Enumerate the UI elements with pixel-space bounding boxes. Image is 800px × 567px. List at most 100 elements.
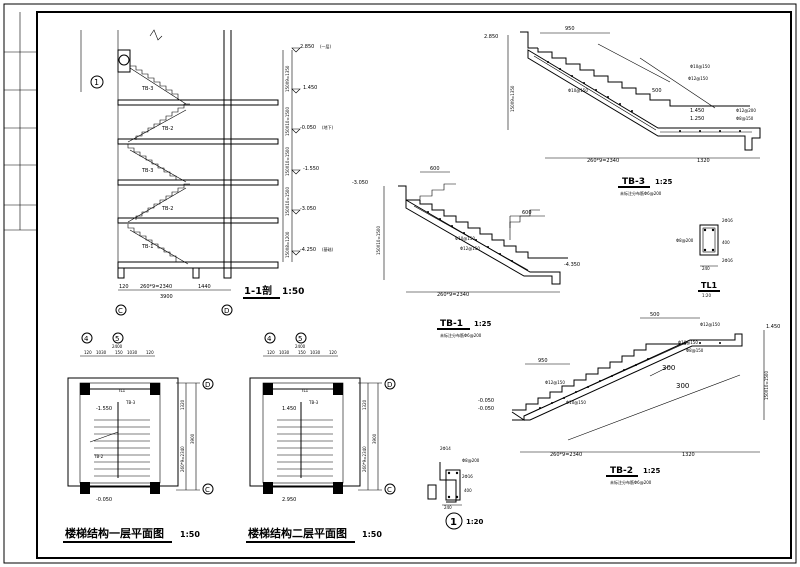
tb1-elevation: -3.050	[352, 180, 368, 186]
section-riser-note: 150X10=1500	[285, 147, 290, 176]
section-elevation: -1.550	[303, 166, 319, 172]
axis-bubble-d	[221, 304, 233, 316]
section-floor-tag: (一层)	[320, 43, 332, 49]
tb3-rebar: Φ8@150	[736, 116, 754, 121]
section-elevation: -4.250	[300, 247, 316, 253]
plan2-side-dim: 3900	[372, 433, 377, 444]
tb2-note: 未标注分布筋Φ6@200	[610, 479, 652, 485]
detail1-dim: 400	[464, 488, 472, 493]
plan1-elev-top: -1.550	[96, 406, 112, 412]
section-riser-note: 150X9=1350	[285, 65, 290, 92]
plan1-axis-5	[112, 332, 124, 344]
plan1-axis-c-label: C	[205, 486, 210, 494]
tl1-dim: 400	[722, 240, 730, 245]
detail1-rebar: 2Φ16	[462, 474, 473, 479]
tl1-rebar: Φ8@200	[676, 238, 694, 243]
detail1-scale: 1:20	[466, 518, 484, 526]
detail-1: 2Φ14 Φ8@200 2Φ16 400 240 1 1:20	[427, 446, 484, 530]
tb1-dim: 600	[522, 210, 532, 216]
axis-bubble-1	[90, 75, 104, 89]
tb3-dim: 1320	[697, 158, 710, 164]
plan2-axis-d	[384, 378, 396, 390]
plan1-treads	[89, 419, 150, 477]
section-scale: 1:50	[282, 287, 304, 297]
tb3-rebar: Φ10@150	[690, 64, 710, 69]
axis-label-c: C	[118, 307, 123, 315]
section-dim-bottom: 1440	[198, 284, 211, 290]
tb2-rebar: Φ8@150	[686, 348, 704, 353]
plan1-axis-c	[202, 483, 214, 495]
section-floor-tag: (地下)	[322, 124, 334, 130]
detail1-dim: 240	[444, 505, 452, 510]
plan2-scale: 1:50	[362, 530, 382, 539]
plan1-axis-d-label: D	[205, 381, 210, 389]
tb3-rebar: Φ10@150	[568, 88, 588, 93]
section-1-1: TB-3 TB-2 TB-3 TB-2 TB-1 1 120 260*9=234…	[80, 29, 334, 316]
binding-margin-table	[4, 12, 37, 231]
section-floor-slabs	[117, 49, 279, 269]
tb1-dim: 600	[430, 166, 440, 172]
tb3-elevation: 2.850	[484, 34, 498, 40]
section-riser-note: 150X10=1500	[285, 107, 290, 136]
tb1-note: 未标注分布筋Φ6@200	[440, 332, 482, 338]
tb2-scale: 1:25	[643, 467, 661, 475]
inner-frame	[36, 11, 792, 559]
tb2-dim: 260*9=2340	[550, 452, 582, 458]
axis-bubble-c	[115, 304, 127, 316]
plan-floor-1: 4 5 2400 120 1030 150 1030 120 TL1 -1.55…	[63, 332, 214, 543]
plan2-label: TL1	[300, 388, 309, 393]
plan2-dim: 2400	[295, 344, 306, 349]
section-floor-tag: (基础)	[322, 246, 334, 252]
plan1-title: 楼梯结构一层平面图	[65, 526, 164, 540]
tb1-scale: 1:25	[474, 320, 492, 328]
section-elevation: -3.050	[300, 206, 316, 212]
tb3-elevation: 1.250	[690, 116, 704, 122]
section-elevation: -0.050	[300, 125, 316, 131]
detail1-number: 1	[450, 517, 457, 528]
tb2-rebar: Φ12@150	[545, 380, 565, 385]
plan1-dim: 2400	[112, 344, 123, 349]
plan2-axis-c	[384, 483, 396, 495]
plan1-axis-4	[81, 332, 93, 344]
plan2-dim: 1030	[279, 350, 290, 355]
plan2-dim: 1030	[310, 350, 321, 355]
plan2-axis-c-label: C	[387, 486, 392, 494]
axis-label-1: 1	[94, 78, 99, 87]
tb1-rebar-dots	[427, 211, 513, 262]
plan1-axis-d	[202, 378, 214, 390]
tb2-title: TB-2	[610, 466, 633, 476]
tl1-scale: 1:20	[702, 293, 711, 298]
tb2-rebar: Φ10@150	[566, 400, 586, 405]
section-flight-tag: TB-1	[141, 244, 153, 250]
plan1-dim: 120	[84, 350, 92, 355]
tb1-title: TB-1	[440, 319, 463, 329]
section-elevation-marks	[291, 47, 301, 256]
section-flight-tag: TB-3	[141, 168, 153, 174]
plan2-elev-top: 1.450	[282, 406, 296, 412]
tl1-detail: 2Φ16 Φ8@200 2Φ16 400 240 TL1 1:20	[676, 218, 733, 298]
plan2-axis-4	[264, 332, 276, 344]
plan1-dim: 150	[115, 350, 123, 355]
tb2-label: 300	[676, 382, 689, 390]
tb3-rebar: Φ12@200	[736, 108, 756, 113]
plan2-dim: 120	[329, 350, 337, 355]
tb1-rebar: Φ10@150	[455, 236, 475, 241]
plan1-label: TB-2	[93, 454, 104, 459]
plan2-label: TB-3	[308, 400, 319, 405]
plan2-treads	[277, 419, 333, 477]
plan1-dim: 1030	[127, 350, 138, 355]
plan2-side-dim: 1320	[362, 399, 367, 410]
tb2-riser-note: 150X10=1500	[764, 371, 769, 400]
detail1-bubble	[445, 512, 463, 530]
plan2-dim: 120	[267, 350, 275, 355]
axis-bubble-top	[118, 54, 130, 66]
tb3-dim: 260*9=2340	[587, 158, 619, 164]
section-elevation: 1.450	[303, 85, 317, 91]
tb3-rebar-dots	[547, 61, 741, 132]
plan1-side-dim: 3900	[190, 433, 195, 444]
tb2-dim: 1320	[682, 452, 695, 458]
plan1-scale: 1:50	[180, 530, 200, 539]
section-riser-note: 150X8=1200	[285, 231, 290, 258]
section-dim-bottom: 3900	[160, 294, 173, 300]
